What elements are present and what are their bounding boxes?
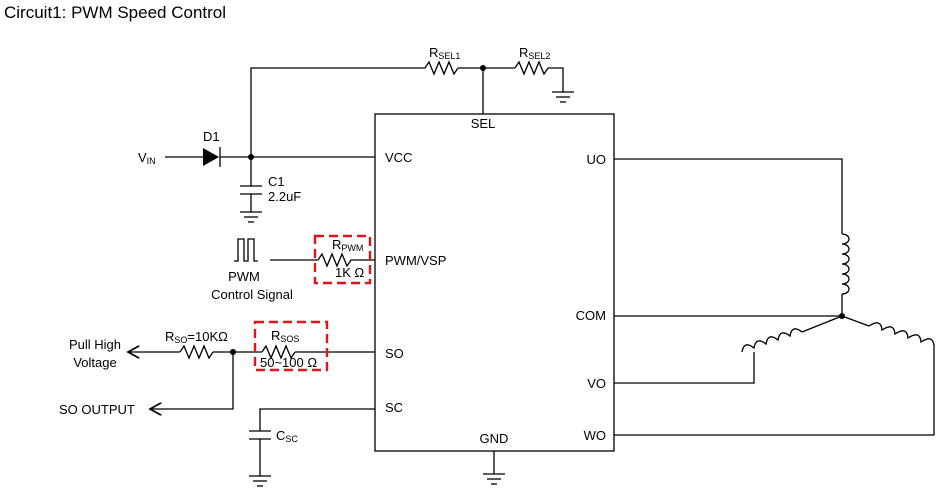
c1-name: C1	[268, 174, 285, 189]
pull-high-line2: Voltage	[73, 355, 116, 370]
pin-uo: UO	[587, 152, 607, 167]
rsos-highlight-box	[253, 320, 329, 372]
vin-label: VIN	[138, 150, 156, 166]
motor-wiring	[614, 158, 935, 436]
w-phase-coil	[868, 322, 935, 347]
pin-sel: SEL	[471, 116, 496, 131]
d1-diode	[203, 148, 219, 166]
pin-gnd: GND	[480, 431, 509, 446]
pin-com: COM	[576, 308, 606, 323]
rsos-label: RSOS	[271, 328, 299, 344]
ic-ground	[483, 451, 505, 485]
pin-pwm: PWM/VSP	[385, 253, 446, 268]
diagram-title: Circuit1: PWM Speed Control	[4, 3, 227, 22]
pull-high-line1: Pull High	[69, 337, 121, 352]
d1-label: D1	[203, 129, 220, 144]
v-phase-coil	[741, 328, 803, 353]
rsel1-label: RSEL1	[429, 45, 460, 61]
u-phase-coil	[841, 233, 850, 295]
rpwm-label: RPWM	[332, 237, 363, 253]
rpwm-highlight-box	[313, 234, 372, 285]
pin-so: SO	[385, 346, 404, 361]
rsos-value: 50~100 Ω	[260, 355, 317, 370]
pin-sc: SC	[385, 400, 403, 415]
rpwm-value: 1K Ω	[335, 265, 365, 280]
c1-value: 2.2uF	[268, 189, 301, 204]
csc-label: CSC	[276, 428, 298, 444]
sel-network	[250, 60, 574, 157]
pwm-signal-line2: Control Signal	[211, 287, 293, 302]
rso-label: RSO=10KΩ	[165, 329, 228, 345]
pin-wo: WO	[584, 428, 606, 443]
pin-vcc: VCC	[385, 150, 412, 165]
rsel1-resistor	[424, 60, 459, 76]
rso-resistor	[179, 344, 214, 360]
so-output-label: SO OUTPUT	[59, 402, 135, 417]
pwm-pulse-icon	[234, 238, 258, 262]
rsel2-resistor	[514, 60, 549, 76]
pin-vo: VO	[587, 376, 606, 391]
rsel2-label: RSEL2	[519, 45, 550, 61]
pwm-signal-line1: PWM	[228, 269, 260, 284]
rsos-resistor	[261, 344, 296, 360]
rpwm-resistor	[317, 252, 352, 268]
